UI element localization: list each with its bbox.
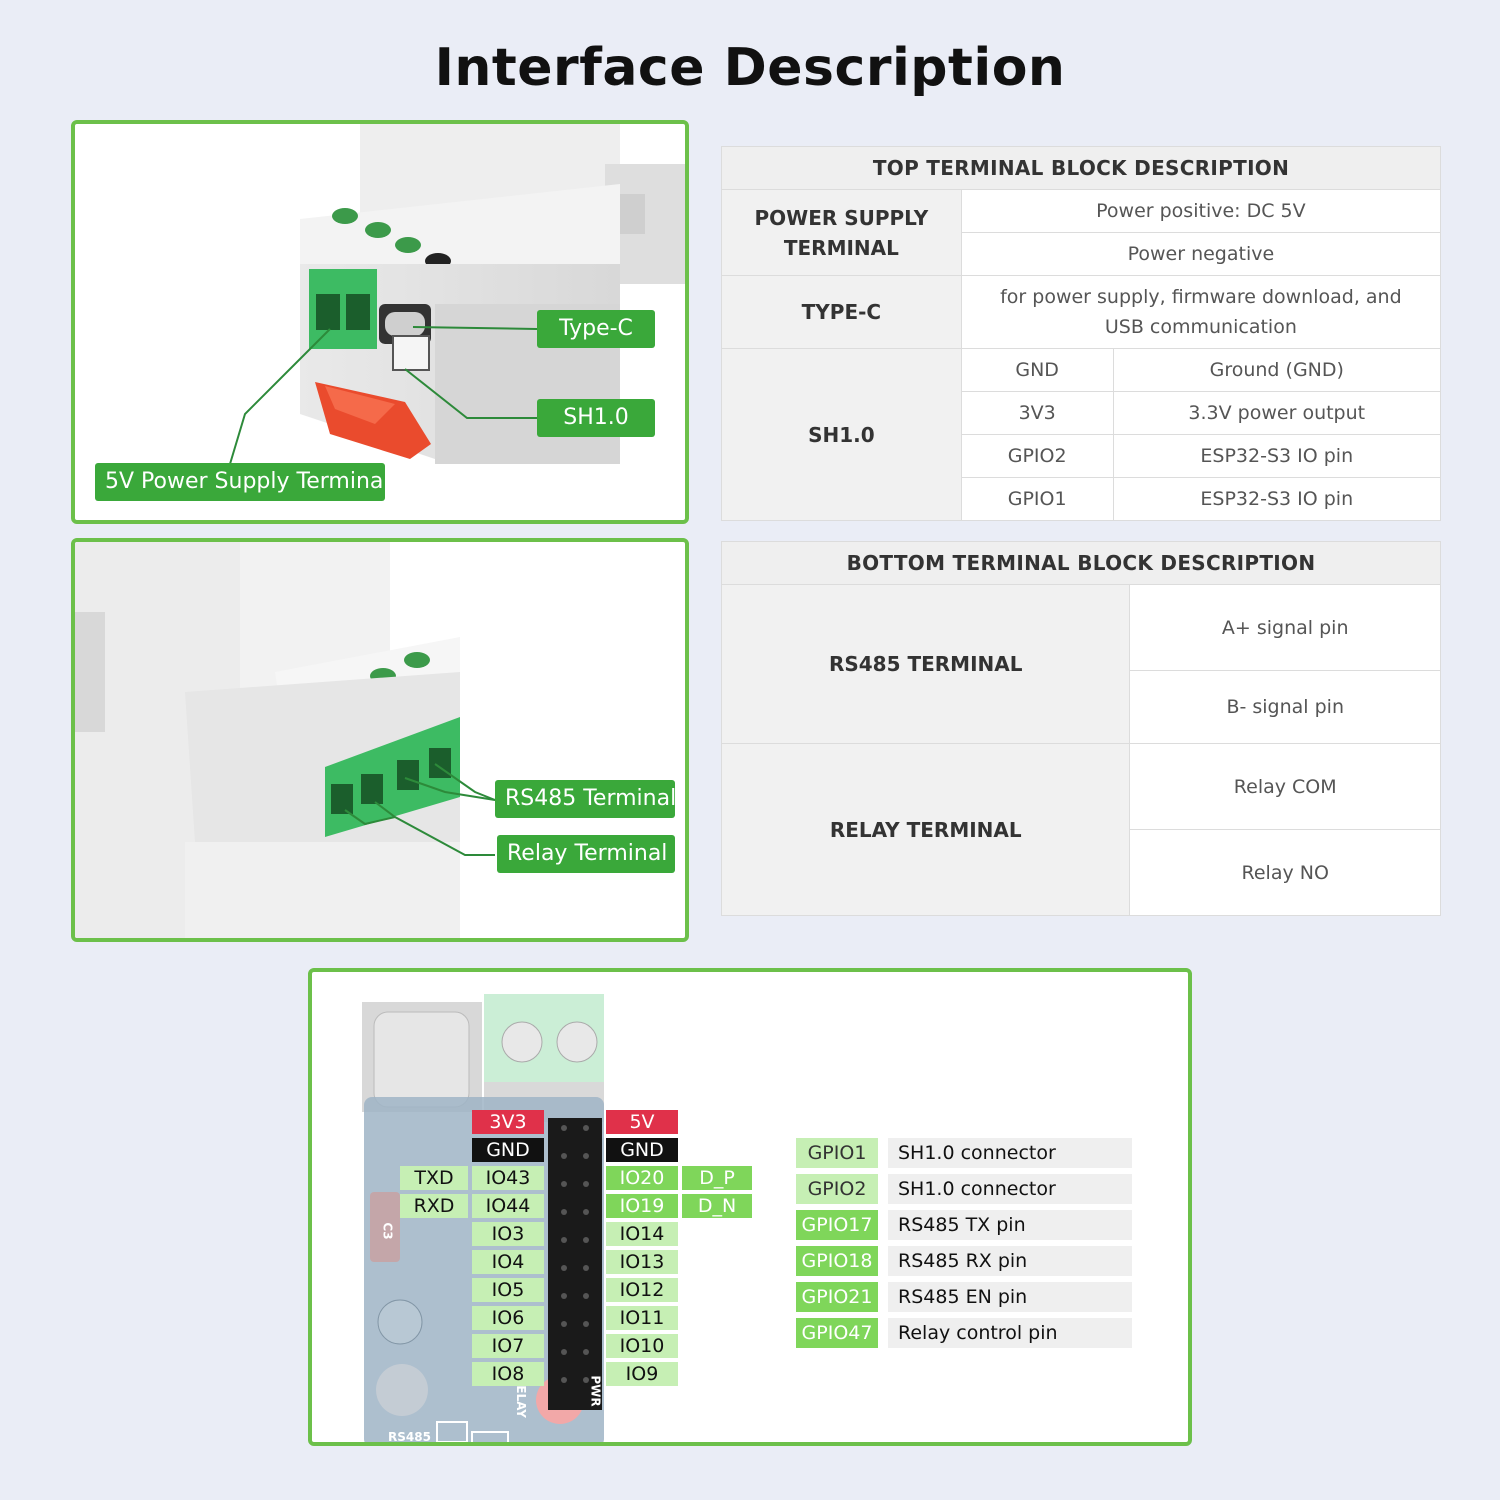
pin-left: IO3 bbox=[472, 1222, 544, 1246]
gpio-row: GPIO47 Relay control pin bbox=[796, 1318, 1136, 1348]
rs485-callout: RS485 Terminal bbox=[495, 780, 676, 818]
pin-right: IO12 bbox=[606, 1278, 678, 1302]
pin-left: IO5 bbox=[472, 1278, 544, 1302]
top-table-header: TOP TERMINAL BLOCK DESCRIPTION bbox=[721, 146, 1441, 190]
typec-label: TYPE-C bbox=[721, 275, 962, 349]
pin-left: IO43 bbox=[472, 1166, 544, 1190]
top-terminal-table: TOP TERMINAL BLOCK DESCRIPTION POWER SUP… bbox=[721, 146, 1442, 521]
sh-pin: GPIO1 bbox=[960, 477, 1114, 521]
pin-right: IO11 bbox=[606, 1306, 678, 1330]
gpio-desc: SH1.0 connector bbox=[888, 1174, 1132, 1204]
gpio-name: GPIO17 bbox=[796, 1210, 878, 1240]
bottom-table-header: BOTTOM TERMINAL BLOCK DESCRIPTION bbox=[721, 541, 1441, 585]
pin-left: IO4 bbox=[472, 1250, 544, 1274]
bottom-terminal-table: BOTTOM TERMINAL BLOCK DESCRIPTION RS485 … bbox=[720, 541, 1441, 916]
gpio-desc: RS485 EN pin bbox=[888, 1282, 1132, 1312]
power-supply-label: POWER SUPPLY TERMINAL bbox=[721, 189, 962, 276]
sh10-callout: SH1.0 bbox=[537, 399, 655, 437]
pin-alt-rxd: RXD bbox=[400, 1194, 468, 1218]
relay-com: Relay COM bbox=[1129, 743, 1441, 830]
pin-right: GND bbox=[606, 1138, 678, 1162]
sh-pin: GND bbox=[960, 348, 1114, 392]
board-rs485-text: RS485 bbox=[388, 1430, 431, 1444]
gpio-name: GPIO21 bbox=[796, 1282, 878, 1312]
pin-left: IO6 bbox=[472, 1306, 544, 1330]
sh-pin: 3V3 bbox=[960, 391, 1114, 435]
pin-alt-dn: D_N bbox=[682, 1194, 752, 1218]
typec-callout: Type-C bbox=[537, 310, 655, 348]
power-negative: Power negative bbox=[960, 232, 1442, 276]
sh-desc: Ground (GND) bbox=[1112, 348, 1442, 392]
power-positive: Power positive: DC 5V bbox=[960, 189, 1442, 233]
top-device-illustration bbox=[229, 124, 685, 465]
top-device-panel: Type-C SH1.0 5V Power Supply Terminal bbox=[71, 120, 689, 524]
pin-alt-txd: TXD bbox=[400, 1166, 468, 1190]
pin-left: GND bbox=[472, 1138, 544, 1162]
page-title: Interface Description bbox=[434, 38, 1066, 98]
bottom-device-illustration bbox=[75, 542, 496, 938]
gpio-name: GPIO47 bbox=[796, 1318, 878, 1348]
pin-right: IO19 bbox=[606, 1194, 678, 1218]
rs485-a: A+ signal pin bbox=[1129, 584, 1441, 671]
pin-right: IO13 bbox=[606, 1250, 678, 1274]
sh-pin: GPIO2 bbox=[960, 434, 1114, 478]
pin-right: 5V bbox=[606, 1110, 678, 1134]
typec-desc: for power supply, firmware download, and… bbox=[960, 275, 1442, 349]
gpio-row: GPIO18 RS485 RX pin bbox=[796, 1246, 1136, 1276]
relay-no: Relay NO bbox=[1129, 829, 1441, 916]
gpio-desc: RS485 TX pin bbox=[888, 1210, 1132, 1240]
gpio-row: GPIO1 SH1.0 connector bbox=[796, 1138, 1136, 1168]
pinout-panel: C3 PWR RELAY RS485 3V3 GND IO43 IO44 IO3… bbox=[308, 968, 1192, 1446]
sh10-label: SH1.0 bbox=[721, 348, 962, 521]
gpio-row: GPIO2 SH1.0 connector bbox=[796, 1174, 1136, 1204]
board-pwr-text: PWR bbox=[588, 1375, 603, 1407]
sh-desc: ESP32-S3 IO pin bbox=[1112, 434, 1442, 478]
pin-right: IO20 bbox=[606, 1166, 678, 1190]
gpio-name: GPIO18 bbox=[796, 1246, 878, 1276]
pin-left: 3V3 bbox=[472, 1110, 544, 1134]
bottom-device-panel: RS485 Terminal Relay Terminal bbox=[71, 538, 689, 942]
gpio-row: GPIO17 RS485 TX pin bbox=[796, 1210, 1136, 1240]
gpio-desc: RS485 RX pin bbox=[888, 1246, 1132, 1276]
sh-desc: ESP32-S3 IO pin bbox=[1112, 477, 1442, 521]
pin-alt-dp: D_P bbox=[682, 1166, 752, 1190]
gpio-desc: SH1.0 connector bbox=[888, 1138, 1132, 1168]
board-c3-text: C3 bbox=[380, 1222, 395, 1240]
relay-label: RELAY TERMINAL bbox=[720, 743, 1131, 916]
pin-left: IO8 bbox=[472, 1362, 544, 1386]
gpio-name: GPIO2 bbox=[796, 1174, 878, 1204]
pin-right: IO14 bbox=[606, 1222, 678, 1246]
pin-right: IO9 bbox=[606, 1362, 678, 1386]
power-terminal-callout: 5V Power Supply Terminal bbox=[95, 463, 390, 501]
sh-desc: 3.3V power output bbox=[1112, 391, 1442, 435]
gpio-name: GPIO1 bbox=[796, 1138, 878, 1168]
gpio-desc: Relay control pin bbox=[888, 1318, 1132, 1348]
pin-left: IO7 bbox=[472, 1334, 544, 1358]
rs485-b: B- signal pin bbox=[1129, 670, 1441, 744]
pin-right: IO10 bbox=[606, 1334, 678, 1358]
gpio-row: GPIO21 RS485 EN pin bbox=[796, 1282, 1136, 1312]
pin-left: IO44 bbox=[472, 1194, 544, 1218]
rs485-label: RS485 TERMINAL bbox=[720, 584, 1131, 744]
relay-callout: Relay Terminal bbox=[497, 835, 675, 873]
